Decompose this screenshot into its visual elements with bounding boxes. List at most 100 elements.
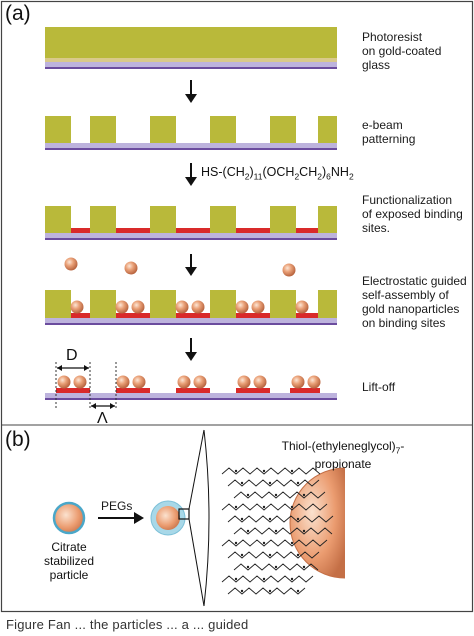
oxygen-atom [262,541,266,545]
oxygen-atom [246,565,250,569]
oxygen-atom [234,577,238,581]
zoom-box [178,508,190,520]
oxygen-atom [246,493,250,497]
array-nanoparticle [73,375,87,389]
peg-chain [227,479,320,487]
array-nanoparticle [307,375,321,389]
bound-nanoparticle [131,300,145,314]
oxygen-atom [302,493,306,497]
oxygen-atom [268,553,272,557]
step-3-layer-stack [45,206,337,240]
arrow-3 [185,254,197,276]
ligand-label: Thiol-(ethyleneglycol)7- propionate [281,439,405,472]
oxygen-atom [302,565,306,569]
peg-ligand-chains [221,467,334,595]
resist-pillar [270,290,296,318]
oxygen-atom [262,577,266,581]
bound-nanoparticle [191,300,205,314]
free-nanoparticle [282,263,296,277]
resist-pillar [90,116,116,143]
step-4-layer-stack [45,290,337,325]
resist-pillar [318,116,337,143]
zoom-line [188,429,205,510]
binding-site [296,228,318,233]
oxygen-atom [290,577,294,581]
binding-site [236,313,270,318]
dimension-lambda-label: Λ [97,410,108,427]
peg-chain [221,467,321,475]
panel-b-label: (b) [5,428,31,451]
arrow-4 [185,338,197,361]
resist-pillar [150,290,176,318]
oxygen-atom [240,481,244,485]
gold-film [45,58,337,62]
binding-site [176,388,210,393]
array-nanoparticle [253,375,267,389]
substrate [45,143,337,150]
oxygen-atom [268,517,272,521]
substrate-edge [45,67,337,69]
substrate-edge [45,238,337,240]
binding-site [290,388,320,393]
binding-site [116,228,150,233]
zoom-line [188,518,205,607]
peg-arrow [98,512,144,524]
step-4-label: Electrostatic guided self-assembly of go… [362,274,467,330]
resist-pillar [45,116,71,143]
oxygen-atom [262,469,266,473]
resist-pillar [90,290,116,318]
figure-caption: Figure Fan ... the particles ... a ... g… [6,617,249,632]
oxygen-atom [274,565,278,569]
peg-chain [221,575,314,583]
binding-site [116,388,150,393]
panel-a-label: (a) [5,2,31,25]
peg-chain [227,551,320,559]
peg-chain [233,563,319,571]
binding-site [71,228,90,233]
step-2-layer-stack [45,116,337,150]
oxygen-atom [296,589,300,593]
oxygen-atom [234,505,238,509]
oxygen-atom [302,529,306,533]
binding-site [56,388,90,393]
ligand-atoms [234,469,306,593]
array-nanoparticle [132,375,146,389]
oxygen-atom [240,517,244,521]
citrate-particle [52,501,86,535]
binding-site [71,313,90,318]
substrate-edge [45,398,337,400]
peg-chain [233,491,326,499]
resist-pillar [45,290,71,318]
peg-chain [233,527,333,535]
resist-pillar [90,206,116,233]
glass-substrate [45,62,337,69]
oxygen-atom [296,553,300,557]
oxygen-atom [234,541,238,545]
oxygen-atom [290,541,294,545]
bound-nanoparticle [235,300,249,314]
substrate-edge [45,323,337,325]
peg-chain [227,587,306,595]
bound-nanoparticle [295,300,309,314]
array-nanoparticle [291,375,305,389]
oxygen-atom [274,529,278,533]
reagent-formula: HS-(CH2)11(OCH2CH2)6NH2 [201,165,354,182]
peg-coated-particle [156,506,180,530]
peg-chain [221,539,328,547]
oxygen-atom [262,505,266,509]
resist-pillar [150,116,176,143]
dimension-d-label: D [66,347,78,364]
binding-site [236,388,270,393]
bound-nanoparticle [70,300,84,314]
citrate-particle-label: Citrate stabilized particle [43,540,95,582]
peg-arrow-label: PEGs [101,499,133,513]
oxygen-atom [240,553,244,557]
step-2-label: e-beam patterning [362,118,416,146]
binding-site [116,313,150,318]
oxygen-atom [274,493,278,497]
substrate [45,318,337,325]
array-nanoparticle [57,375,71,389]
peg-chain [227,515,334,523]
array-nanoparticle [193,375,207,389]
photoresist-layer [45,27,337,58]
